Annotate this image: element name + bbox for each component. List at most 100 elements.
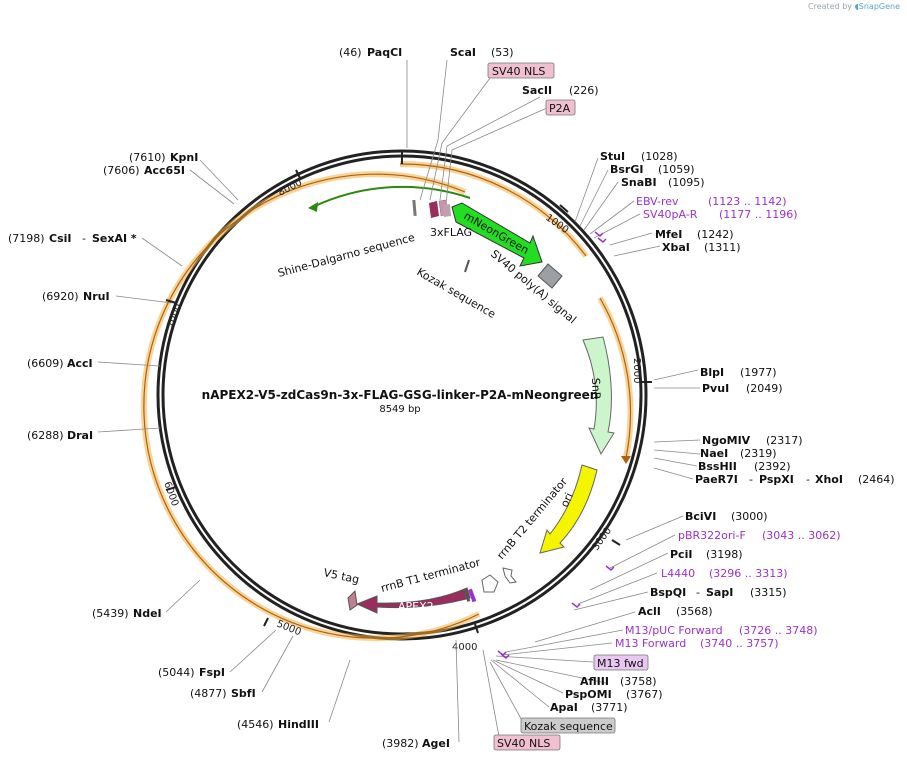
leader-lines <box>97 59 701 743</box>
orange-track-1-line <box>399 163 587 257</box>
site-name-3: XhoI <box>815 473 843 486</box>
box-label: SV40 NLS <box>497 737 550 750</box>
primer-marks <box>497 231 615 660</box>
shine-dalgarno-label: Shine-Dalgarno sequence <box>276 231 416 280</box>
site-pos: (3568) <box>676 605 713 618</box>
site-name: Acc65I <box>144 164 185 177</box>
mneongreen-arrow <box>451 202 543 267</box>
site-name: NdeI <box>133 607 162 620</box>
apex2-end-bar <box>468 588 477 603</box>
snapgene-credit: Created by ◖SnapGene <box>808 2 900 11</box>
box-label: Kozak sequence <box>524 720 613 733</box>
site-pos: (53) <box>491 46 514 59</box>
site-sep: - <box>82 232 86 245</box>
v5-tag-label: V5 tag <box>322 566 360 586</box>
box-label: M13 fwd <box>597 657 644 670</box>
site-name: SbfI <box>231 687 256 700</box>
site-name: BciVI <box>685 510 716 523</box>
site-kpni: (7610) KpnI <box>129 151 198 164</box>
apex2-end-bar-2 <box>463 588 471 602</box>
site-bsshii: BssHII (2392) <box>698 460 791 473</box>
kozak-bar <box>464 259 470 273</box>
site-name-2: PspXI <box>759 473 794 486</box>
site-psppomi: PspOMI(3767) <box>565 688 663 701</box>
apex2-label: APEX2 <box>398 600 434 613</box>
site-name: AflIII <box>580 675 609 688</box>
site-pos: (3198) <box>706 548 743 561</box>
box-p2a: P2A <box>545 99 576 116</box>
site-name: PaeR7I <box>695 473 738 486</box>
plasmid-name: nAPEX2-V5-zdCas9n-3x-FLAG-GSG-linker-P2A… <box>202 388 599 402</box>
site-pos: (7198) <box>8 232 45 245</box>
site-paer7i: PaeR7I - PspXI - XhoI (2464) <box>695 473 895 486</box>
ticks <box>165 150 652 634</box>
p2a-feature <box>443 204 451 217</box>
site-afliii: AflIII(3758) <box>580 675 657 688</box>
site-pos: (1242) <box>697 228 734 241</box>
site-pos: (2319) <box>740 447 777 460</box>
site-name: SnaBI <box>621 176 657 189</box>
rrnb-t2-feature <box>502 567 517 584</box>
snr-arrow <box>582 336 615 456</box>
box-sv40-nls-bottom: SV40 NLS <box>493 734 561 751</box>
snr-label: SnR <box>589 378 603 400</box>
site-pos: (3767) <box>626 688 663 701</box>
primer-sv40pa-r: SV40pA-R(1177 .. 1196) <box>643 208 798 221</box>
tick-2000: 2000 <box>631 358 642 383</box>
site-apai: ApaI(3771) <box>550 701 628 714</box>
primer-name: M13/pUC Forward <box>625 624 723 637</box>
site-sep: - <box>696 586 700 599</box>
site-pos: (226) <box>569 84 599 97</box>
primer-l4440: L4440(3296 .. 3313) <box>661 567 788 580</box>
box-label: P2A <box>549 102 571 115</box>
primer-m13-puc-forward: M13/pUC Forward (3726 .. 3748) <box>625 624 818 637</box>
site-nrui: (6920) NruI <box>42 290 110 303</box>
site-name: DraI <box>67 429 93 442</box>
site-name: KpnI <box>170 151 198 164</box>
feature-bar-1 <box>412 199 417 217</box>
site-name: AclI <box>638 605 661 618</box>
site-acci: (6609) AccI <box>27 357 93 370</box>
site-ndei: (5439) NdeI <box>92 607 162 620</box>
orange-track-main-line <box>143 173 480 639</box>
site-name: MfeI <box>655 228 682 241</box>
site-name-2: SapI <box>706 586 733 599</box>
site-pos: (4546) <box>237 718 274 731</box>
site-name: BssHII <box>698 460 737 473</box>
site-pos: (3982) <box>382 737 419 750</box>
shine-dalgarno-arrowhead <box>308 202 318 212</box>
primer-range: (3726 .. 3748) <box>739 624 818 637</box>
site-pos: (5439) <box>92 607 129 620</box>
orange-track-2-line <box>599 297 632 459</box>
primer-ebv-rev: EBV-rev(1123 .. 1142) <box>636 195 787 208</box>
site-pos: (5044) <box>158 666 195 679</box>
apex2-arrow <box>355 587 471 614</box>
site-blpi: BlpI (1977) <box>700 366 777 379</box>
site-pos: (1311) <box>704 241 741 254</box>
primer-name: L4440 <box>661 567 695 580</box>
primer-name: pBR322ori-F <box>678 529 746 542</box>
site-pos: (1977) <box>740 366 777 379</box>
tick-5000: 5000 <box>275 619 303 639</box>
primer-range: (1177 .. 1196) <box>719 208 798 221</box>
rrnb-t1-feature <box>481 574 499 593</box>
site-sep: - <box>749 473 753 486</box>
site-pos: (2464) <box>858 473 895 486</box>
site-pos: (6288) <box>27 429 64 442</box>
site-pos: (2392) <box>754 460 791 473</box>
plasmid-size: 8549 bp <box>379 404 420 415</box>
site-pos: (4877) <box>190 687 227 700</box>
site-pos: (3000) <box>731 510 768 523</box>
primer-name: M13 Forward <box>615 637 686 650</box>
site-pos: (1059) <box>658 163 695 176</box>
site-bspqi: BspQI - SapI (3315) <box>650 586 787 599</box>
right-sites: ScaI(53) SacII(226) StuI(1028) BsrGI(105… <box>450 46 895 714</box>
site-name: BlpI <box>700 366 724 379</box>
site-name: FspI <box>199 666 225 679</box>
site-pos: (2049) <box>746 382 783 395</box>
site-name: PciI <box>670 548 692 561</box>
site-pvui: PvuI(2049) <box>702 382 783 395</box>
primer-labels: EBV-rev(1123 .. 1142) SV40pA-R(1177 .. 1… <box>615 195 841 650</box>
site-pcii: PciI (3198) <box>670 548 743 561</box>
v5-like-feature <box>429 201 439 218</box>
